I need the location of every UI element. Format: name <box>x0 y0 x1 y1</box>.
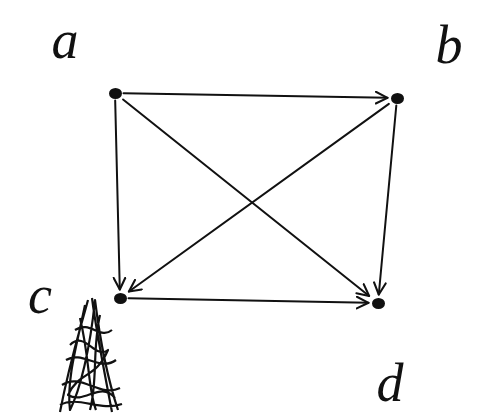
vertex-label: b <box>436 18 463 72</box>
vertex-label: d <box>377 356 404 410</box>
graph-vertex: a <box>109 88 122 99</box>
vertex-label: c <box>28 268 52 322</box>
directed-edge <box>129 298 369 303</box>
directed-edge <box>124 93 388 98</box>
directed-edge <box>379 105 397 294</box>
scribble <box>60 298 122 412</box>
vertex-label: a <box>52 13 79 67</box>
directed-edge <box>129 104 389 292</box>
graph-vertex: d <box>372 298 385 309</box>
graph-vertex: b <box>391 93 404 104</box>
graph-vertex: c <box>114 293 127 304</box>
directed-edge <box>115 100 120 289</box>
directed-edge <box>123 99 369 295</box>
